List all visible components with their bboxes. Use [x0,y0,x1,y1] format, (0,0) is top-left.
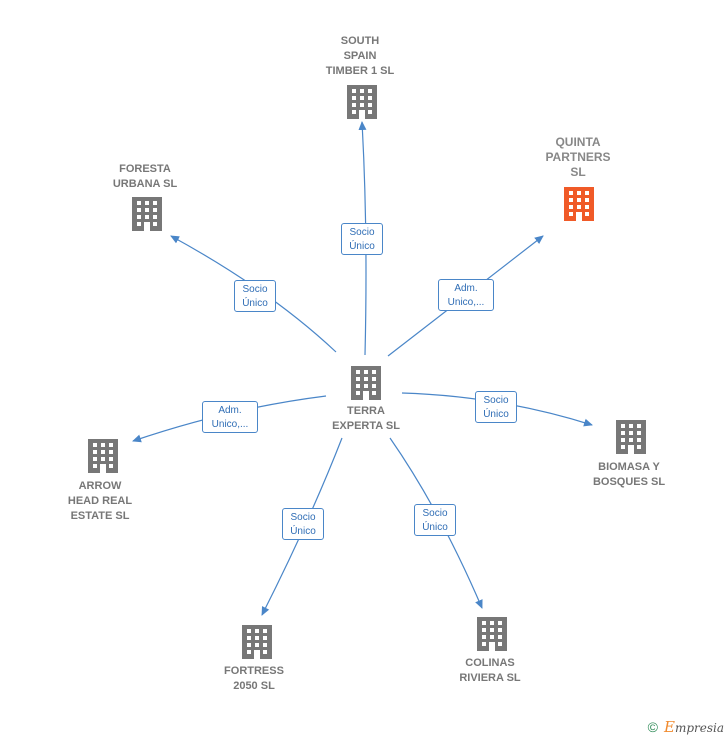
node-south-spain-label[interactable]: SOUTH SPAIN TIMBER 1 SL [325,35,395,77]
edge-label-quinta[interactable]: Adm. Unico,... [438,279,494,311]
biomasa-building-icon [616,420,646,454]
node-arrow-head-label[interactable]: ARROW HEAD REAL ESTATE SL [67,480,133,522]
south-spain-building-icon [347,85,377,119]
edge-label-fortress[interactable]: Socio Único [282,508,324,540]
foresta-building-icon [132,197,162,231]
fortress-building-icon [242,625,272,659]
arrow-head-building-icon [88,439,118,473]
edge-label-biomasa[interactable]: Socio Único [475,391,517,423]
empresia-logo[interactable]: Empresia [663,718,724,736]
node-biomasa-label[interactable]: BIOMASA Y BOSQUES SL [592,461,666,488]
center-building-icon [351,366,381,400]
node-fortress-label[interactable]: FORTRESS 2050 SL [224,665,284,692]
node-foresta-label[interactable]: FORESTA URBANA SL [112,163,178,190]
footer-branding: © Empresia [648,718,724,736]
edge-label-colinas[interactable]: Socio Único [414,504,456,536]
edge-label-foresta[interactable]: Socio Único [234,280,276,312]
center-node-label[interactable]: TERRA EXPERTA SL [332,405,400,432]
node-colinas-label[interactable]: COLINAS RIVIERA SL [459,657,521,684]
node-quinta-label[interactable]: QUINTA PARTNERS SL [545,135,611,179]
quinta-building-icon [564,187,594,221]
colinas-building-icon [477,617,507,651]
edge-label-south-spain[interactable]: Socio Único [341,223,383,255]
edge-label-arrow-head[interactable]: Adm. Unico,... [202,401,258,433]
copyright-icon: © [647,719,658,735]
